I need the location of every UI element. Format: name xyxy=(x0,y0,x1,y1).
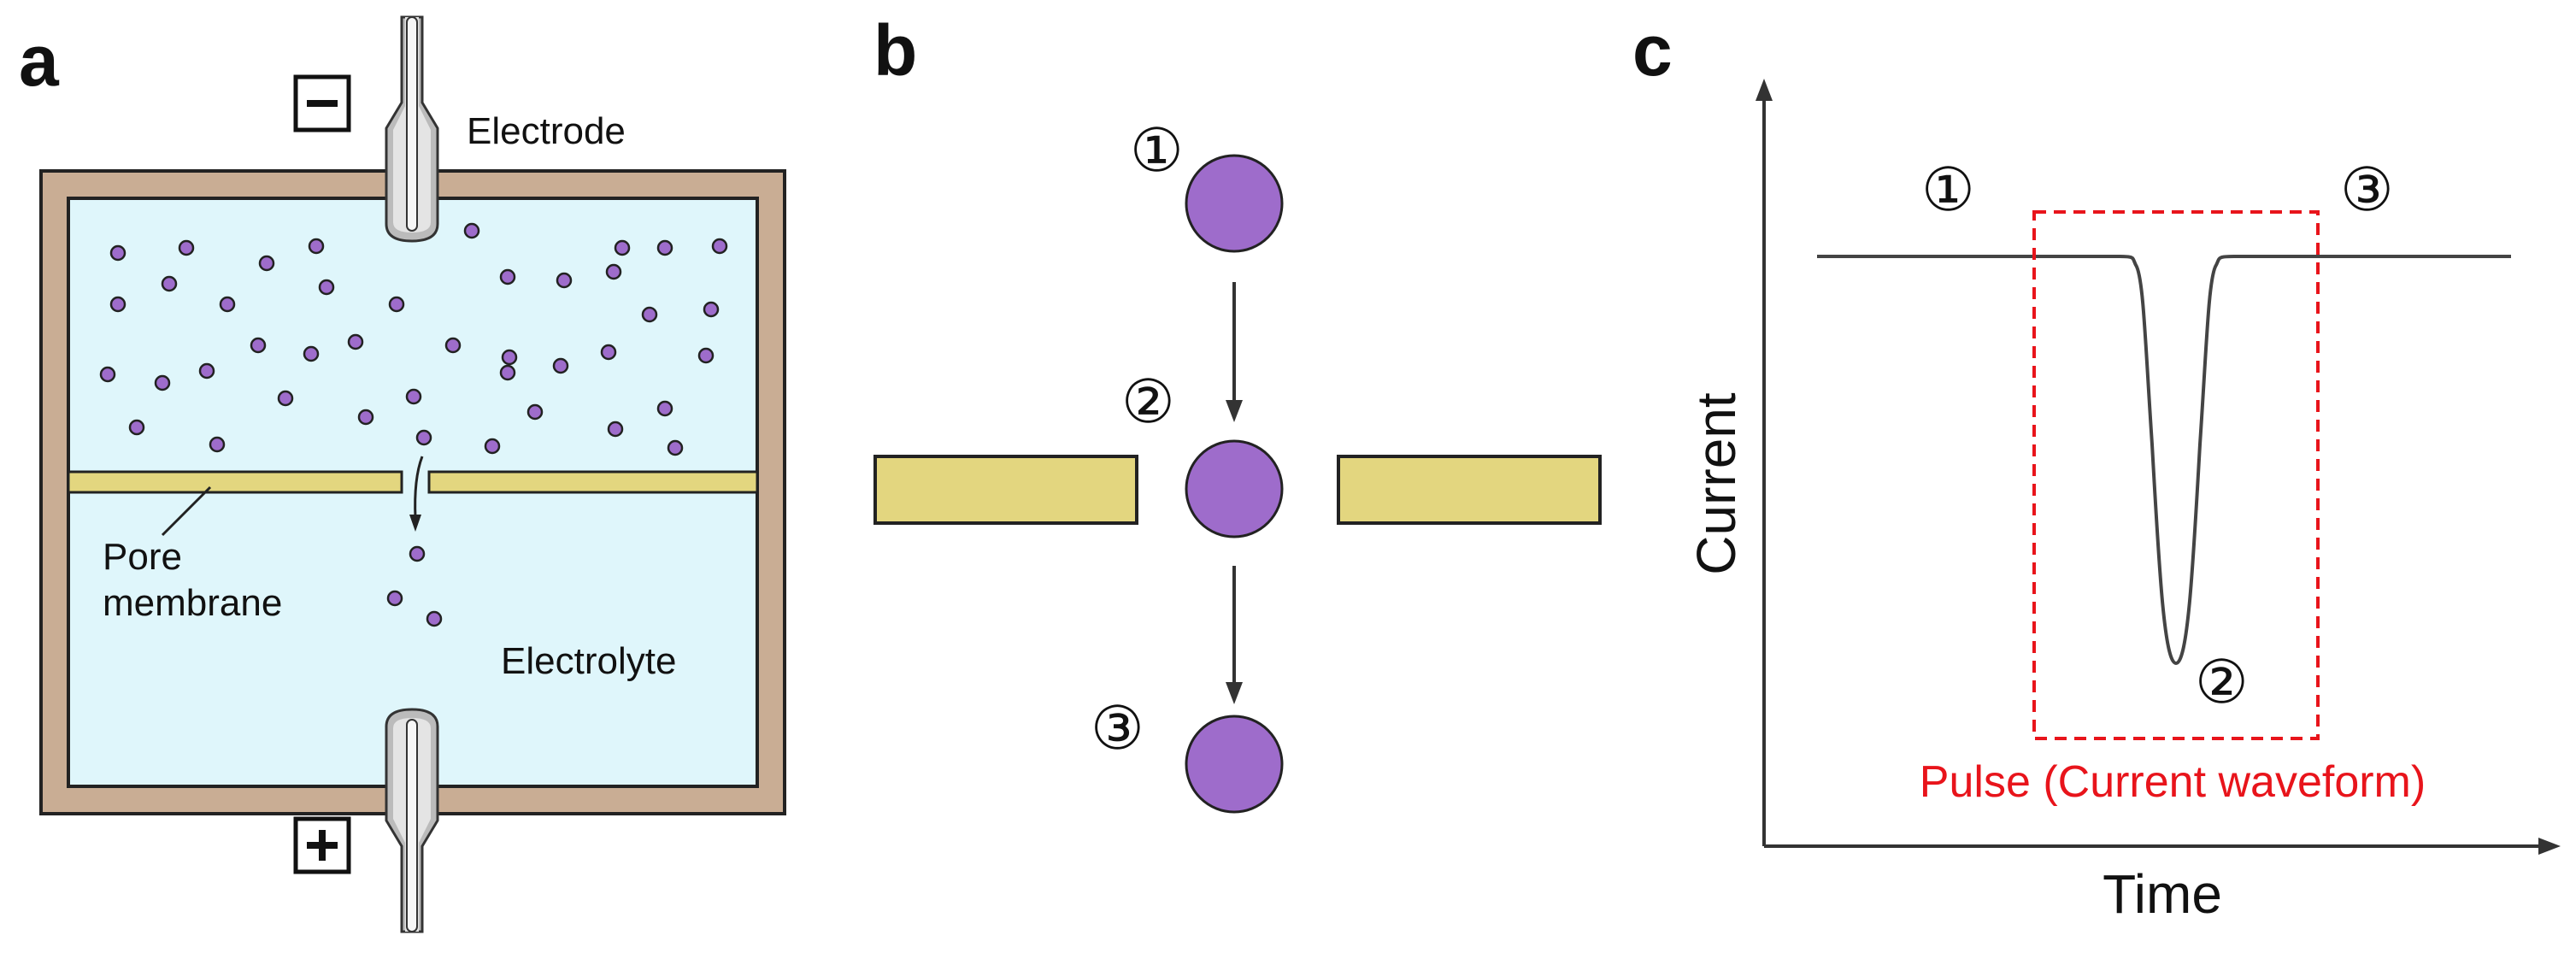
particle xyxy=(99,366,116,383)
particle xyxy=(109,296,126,313)
particle xyxy=(605,263,622,280)
particle xyxy=(154,374,171,391)
particle xyxy=(641,306,658,323)
step-label-2: ② xyxy=(1121,367,1175,437)
particle xyxy=(415,429,432,446)
particle-step-3 xyxy=(1185,715,1284,814)
pulse-label: Pulse (Current waveform) xyxy=(1920,757,2426,807)
pulse-highlight-box xyxy=(2032,210,2320,740)
particle xyxy=(526,403,544,421)
particle xyxy=(109,244,126,262)
particle xyxy=(161,275,178,292)
particle xyxy=(656,400,673,417)
particle-step-2 xyxy=(1185,439,1284,538)
particles-group xyxy=(99,222,728,627)
particle xyxy=(711,238,728,255)
x-axis-label: Time xyxy=(2103,863,2222,925)
particle xyxy=(463,222,480,239)
panel-a: a − + Electrode xyxy=(19,15,786,933)
bottom-electrode xyxy=(385,708,439,933)
particle xyxy=(501,349,518,366)
particle xyxy=(426,610,443,627)
waveform-step-3: ③ xyxy=(2340,155,2394,225)
current-waveform xyxy=(1817,255,2511,666)
particle xyxy=(198,362,215,379)
particle xyxy=(552,357,569,374)
particle xyxy=(607,421,624,438)
panel-a-letter: a xyxy=(19,21,60,101)
pore-label-line2: membrane xyxy=(103,582,282,624)
particle xyxy=(703,301,720,318)
membrane-right-b xyxy=(1337,455,1602,525)
panel-c-letter: c xyxy=(1632,10,1673,91)
translocation-arrow xyxy=(414,456,424,519)
particle xyxy=(347,333,364,350)
positive-terminal-icon xyxy=(293,816,351,874)
particle xyxy=(303,345,320,362)
panel-b: b ① ② ③ xyxy=(873,10,1602,814)
electrode-label: Electrode xyxy=(467,110,626,152)
particle xyxy=(357,409,374,426)
particle xyxy=(409,545,426,562)
particle-step-1 xyxy=(1185,154,1284,253)
arrow-2-to-3-head xyxy=(1226,682,1243,704)
negative-terminal-icon xyxy=(293,74,351,132)
particle xyxy=(258,255,275,272)
particle xyxy=(484,438,501,455)
particle xyxy=(318,279,335,296)
panel-b-letter: b xyxy=(873,10,917,91)
particle xyxy=(250,337,267,354)
particle xyxy=(556,272,573,289)
pore-label-line1: Pore xyxy=(103,536,182,578)
particle xyxy=(128,419,145,436)
particle xyxy=(308,238,325,255)
top-electrode xyxy=(385,15,439,243)
particle xyxy=(667,439,684,456)
particle xyxy=(499,268,516,285)
y-axis-label: Current xyxy=(1685,392,1747,575)
electrolyte-label: Electrolyte xyxy=(501,640,676,682)
particle xyxy=(209,436,226,453)
particle xyxy=(178,239,195,256)
x-axis-arrow xyxy=(2538,838,2561,855)
particle xyxy=(614,239,631,256)
particle xyxy=(656,239,673,256)
particle xyxy=(405,388,422,405)
particle xyxy=(499,364,516,381)
panel-c: c Current Time Pulse (Current waveform) … xyxy=(1632,10,2561,925)
arrow-1-to-2-head xyxy=(1226,400,1243,422)
particle xyxy=(277,390,294,407)
waveform-step-2: ② xyxy=(2195,647,2249,717)
pore-membrane-left xyxy=(67,470,403,494)
particle xyxy=(444,337,462,354)
pore-membrane-right xyxy=(427,470,759,494)
translocation-arrow-head xyxy=(409,515,421,532)
particle xyxy=(219,296,236,313)
waveform-step-1: ① xyxy=(1921,155,1975,225)
membrane-left-b xyxy=(873,455,1138,525)
particle xyxy=(697,347,715,364)
y-axis-arrow xyxy=(1756,79,1773,101)
particle xyxy=(388,296,405,313)
particle xyxy=(386,590,403,607)
particle xyxy=(600,344,617,361)
pore-label-leader xyxy=(161,485,212,537)
step-label-1: ① xyxy=(1130,115,1184,185)
step-label-3: ③ xyxy=(1091,693,1144,763)
